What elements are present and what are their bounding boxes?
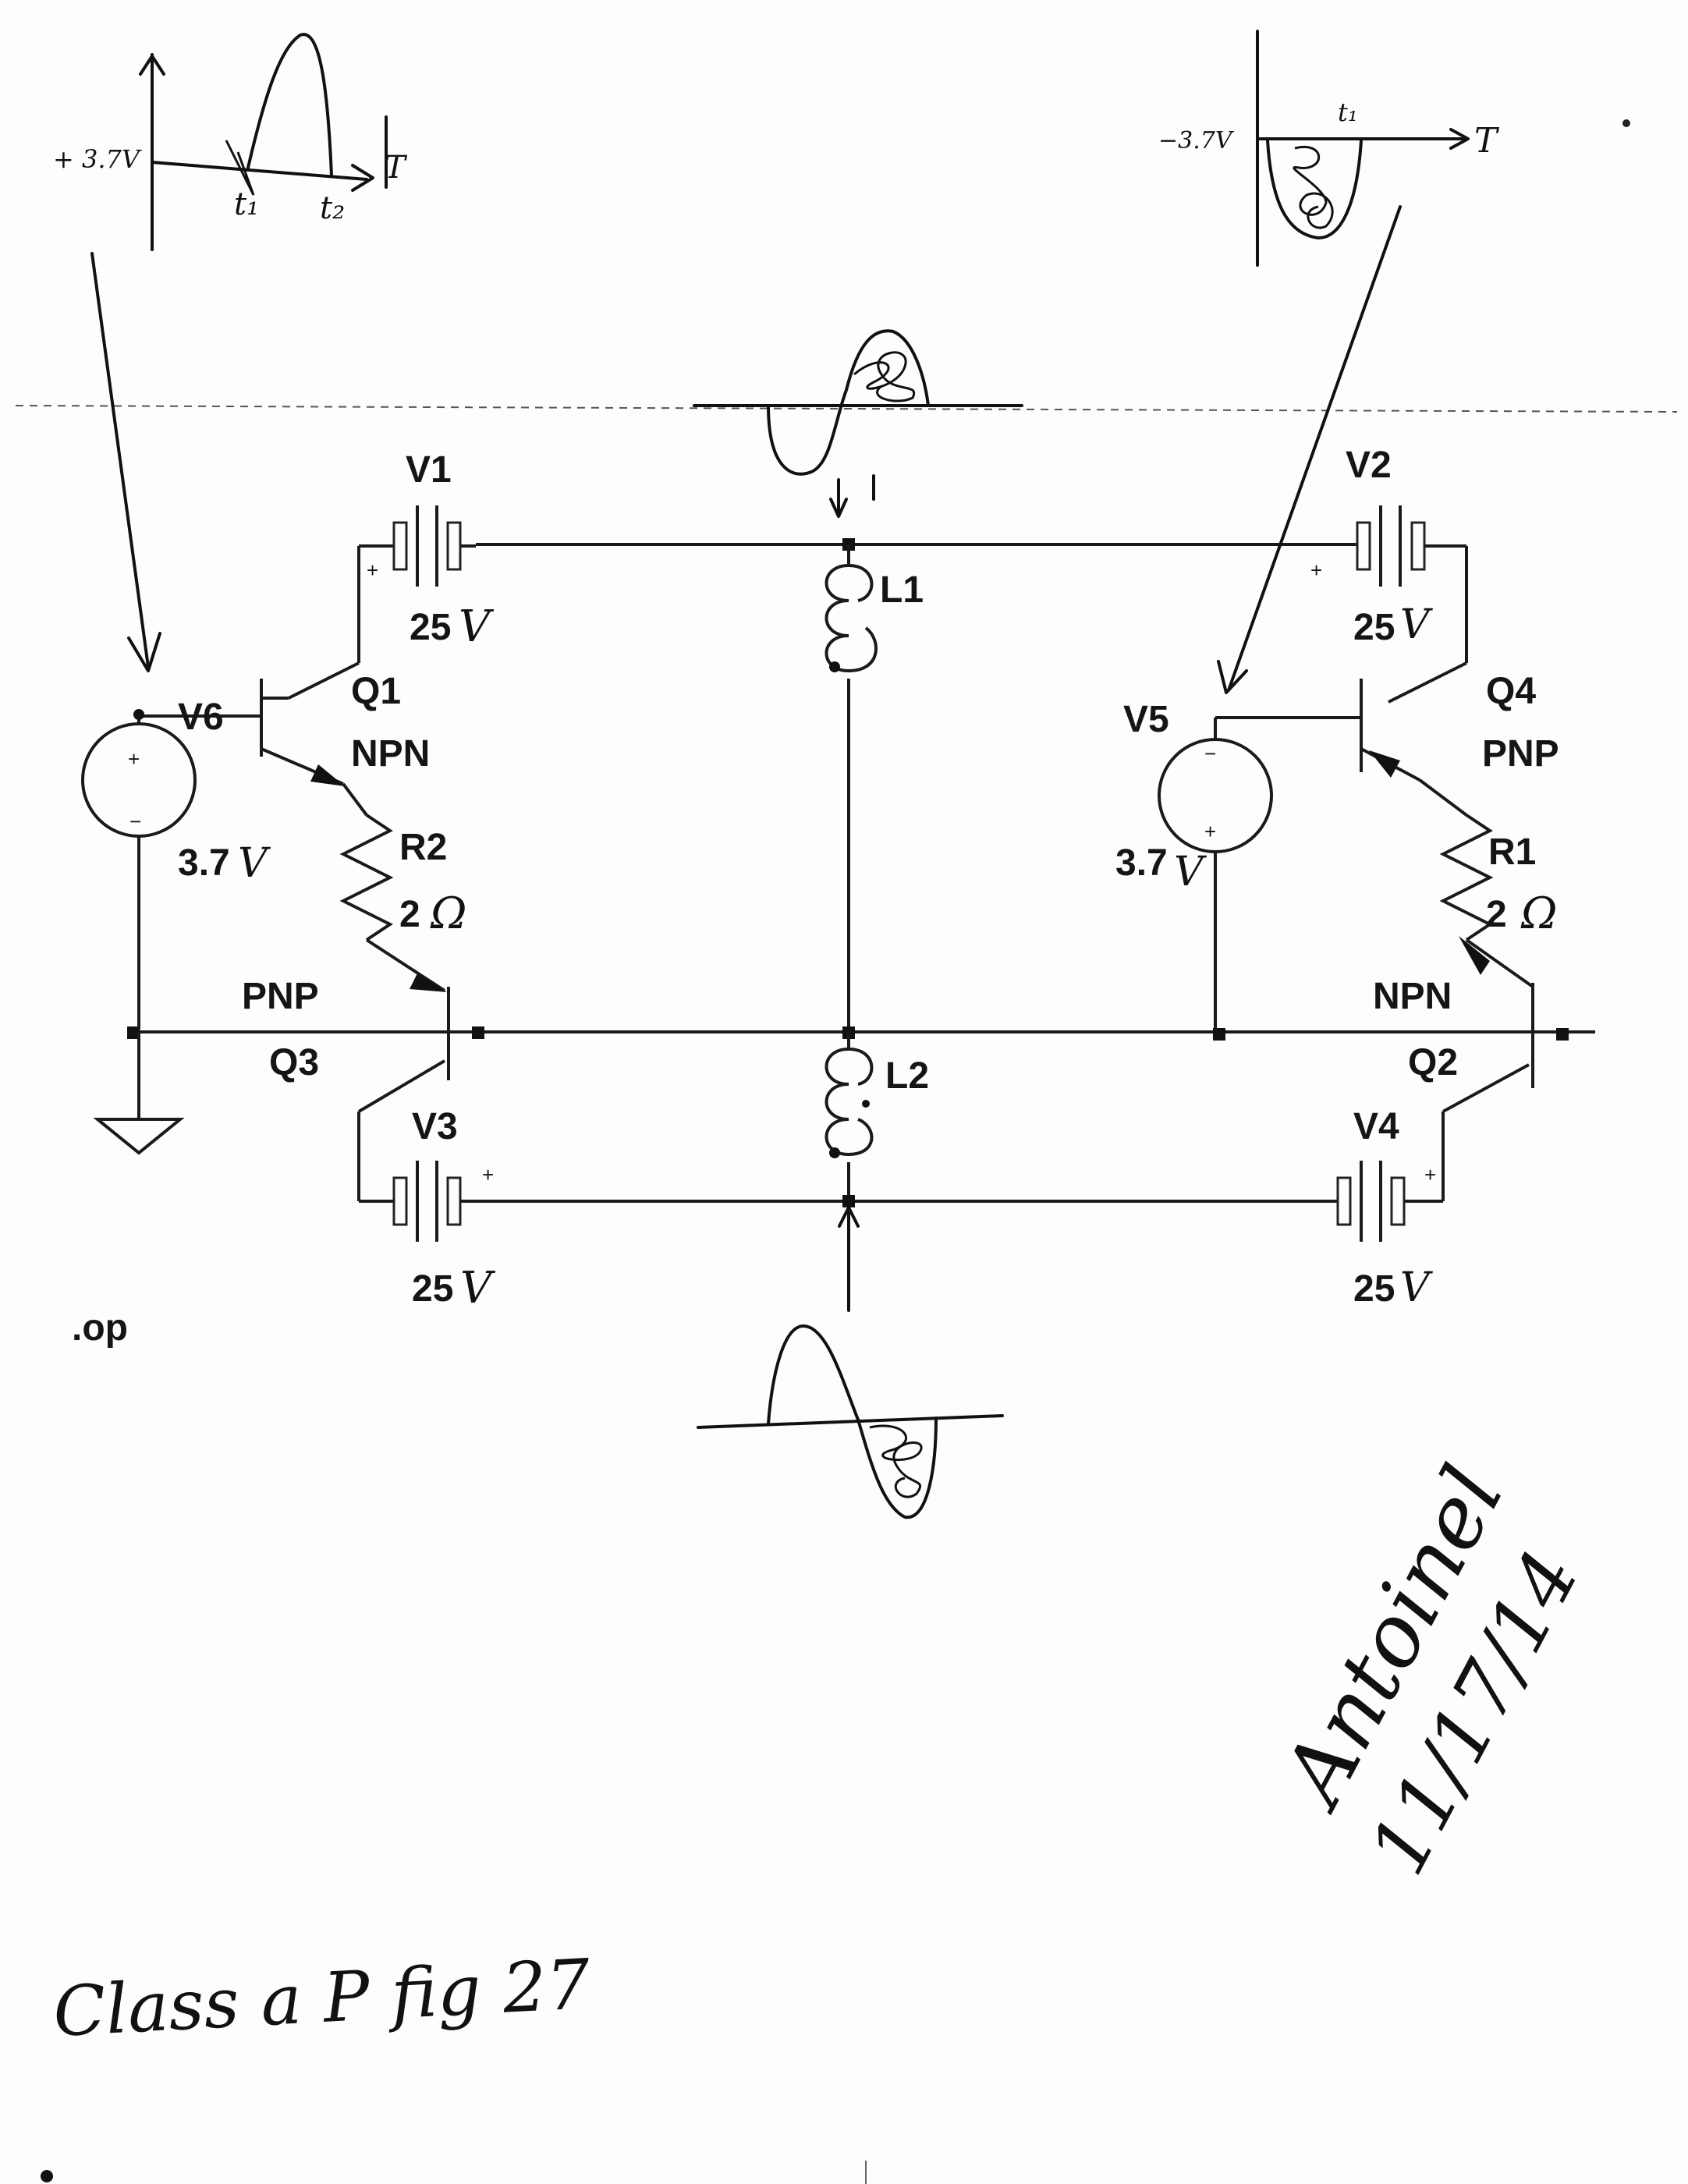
label-v3: V3 <box>412 1106 458 1147</box>
voltage-source-v5: − + <box>1158 716 1361 1030</box>
value-v6: 3.7 <box>178 842 230 884</box>
voltage-source-v6: + − <box>81 709 261 1030</box>
label-v6: V6 <box>178 697 224 738</box>
wf-right-level: −3.7V <box>1158 127 1235 154</box>
v6-minus: − <box>129 810 141 833</box>
fold-line <box>15 405 1678 413</box>
value-v4-unit: V <box>1400 1264 1433 1311</box>
label-q3: Q3 <box>269 1042 319 1083</box>
label-q2-type: NPN <box>1373 976 1452 1017</box>
wf-right-T: T <box>1474 121 1500 161</box>
label-r2: R2 <box>399 827 447 868</box>
label-v5: V5 <box>1123 699 1169 740</box>
battery-v2: + <box>1310 505 1443 587</box>
value-v1-unit: V <box>459 601 495 652</box>
top-rail <box>288 543 1468 704</box>
value-v4: 25 <box>1353 1268 1395 1310</box>
v6-plus: + <box>128 747 140 771</box>
battery-v4: + <box>1336 1161 1436 1242</box>
battery-v3: + <box>392 1161 494 1242</box>
page-caption: Class a P fig 27 <box>51 1944 592 2052</box>
inductor-l1 <box>824 538 878 1030</box>
resistor-r2 <box>339 782 447 992</box>
value-v3-unit: V <box>460 1263 496 1314</box>
middle-rail <box>127 1026 1595 1041</box>
wf-left-t1: t₁ <box>234 186 259 222</box>
value-v5-unit: V <box>1174 849 1207 895</box>
wf-right-t1: t₁ <box>1338 98 1358 127</box>
label-v1: V1 <box>406 449 452 491</box>
value-v6-unit: V <box>238 840 271 887</box>
label-r1: R1 <box>1488 831 1536 873</box>
resistor-r1 <box>1418 778 1534 988</box>
waveform-l2 <box>697 1206 1004 1519</box>
value-r2: 2 <box>399 894 420 935</box>
v2-plus: + <box>1310 558 1322 582</box>
label-q3-type: PNP <box>242 976 319 1017</box>
transistor-q1 <box>260 679 345 786</box>
label-q1-type: NPN <box>351 733 430 775</box>
v4-plus: + <box>1424 1163 1436 1186</box>
value-v2: 25 <box>1353 607 1395 648</box>
waveform-l1 <box>693 329 1023 518</box>
transistor-q4 <box>1360 679 1420 782</box>
handwritten-signature: Antoinel 11/17/14 <box>1261 1451 1597 1889</box>
inductor-l2 <box>824 1032 874 1207</box>
scan-artifacts <box>41 119 1630 2184</box>
battery-v1: + <box>367 505 476 587</box>
v5-minus: − <box>1204 742 1216 765</box>
bottom-rail <box>357 1059 1530 1203</box>
v3-plus: + <box>482 1163 494 1186</box>
ground-symbol <box>93 1032 185 1155</box>
label-q2: Q2 <box>1408 1042 1458 1083</box>
label-v4: V4 <box>1353 1106 1399 1147</box>
value-v2-unit: V <box>1400 601 1433 648</box>
label-l2: L2 <box>885 1055 929 1097</box>
wf-left-level: + 3.7V <box>53 144 142 174</box>
label-q4: Q4 <box>1486 671 1536 712</box>
wf-left-t2: t₂ <box>320 190 345 226</box>
value-r1-unit: Ω <box>1520 888 1557 939</box>
label-q1: Q1 <box>351 671 401 712</box>
value-v5: 3.7 <box>1115 842 1168 884</box>
label-v2: V2 <box>1346 445 1392 486</box>
v5-plus: + <box>1204 820 1216 843</box>
label-op: .op <box>72 1307 128 1349</box>
label-l1: L1 <box>880 569 924 611</box>
value-v1: 25 <box>410 607 451 648</box>
value-v3: 25 <box>412 1268 453 1310</box>
v1-plus: + <box>367 558 378 582</box>
waveform-top-left: + 3.7V t₁ t₂ T <box>53 33 408 672</box>
label-q4-type: PNP <box>1482 733 1559 775</box>
waveform-top-right: −3.7V t₁ T <box>1158 30 1500 694</box>
wf-left-T: T <box>385 150 408 186</box>
value-r2-unit: Ω <box>430 888 466 939</box>
value-r1: 2 <box>1486 894 1507 935</box>
